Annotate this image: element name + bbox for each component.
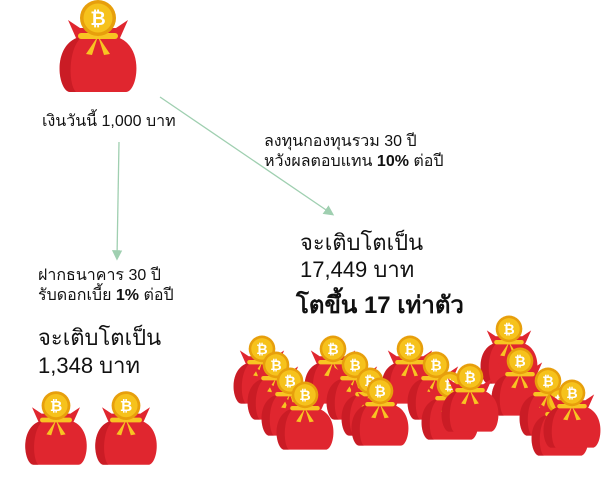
bitcoin-coin-icon: ₿: [558, 379, 586, 407]
svg-text:₿: ₿: [349, 358, 360, 374]
svg-text:₿: ₿: [256, 342, 267, 358]
svg-text:₿: ₿: [327, 342, 338, 358]
svg-text:₿: ₿: [514, 354, 525, 370]
svg-text:₿: ₿: [50, 397, 62, 415]
fund-result-label: จะเติบโตเป็น: [300, 230, 424, 255]
bank-description-line2: รับดอกเบี้ย 1% ต่อปี: [38, 286, 174, 306]
bank-interest-rate: 1%: [115, 287, 140, 304]
money-bag-bitcoin-icon-fund-15: ₿: [441, 363, 499, 432]
svg-text:₿: ₿: [430, 358, 441, 374]
bitcoin-coin-icon: ₿: [291, 381, 319, 409]
svg-text:₿: ₿: [299, 388, 310, 404]
bank-result-value: 1,348 บาท: [38, 353, 140, 378]
svg-text:₿: ₿: [270, 358, 281, 374]
svg-text:₿: ₿: [566, 386, 577, 402]
bitcoin-coin-icon: ₿: [111, 391, 141, 420]
svg-text:₿: ₿: [503, 322, 514, 338]
money-bag-bitcoin-icon-start: ₿: [59, 0, 137, 92]
money-bag-bitcoin-icon-bank-1: ₿: [25, 391, 87, 465]
money-bag-bitcoin-icon-fund-13: ₿: [276, 381, 334, 450]
money-bag-bitcoin-icon-bank-2: ₿: [95, 391, 157, 465]
svg-text:₿: ₿: [120, 397, 132, 415]
svg-text:₿: ₿: [90, 8, 105, 30]
money-bag-bitcoin-icon-fund-14: ₿: [351, 377, 409, 446]
svg-text:₿: ₿: [464, 370, 475, 386]
fund-growth-headline: โตขึ้น 17 เท่าตัว: [296, 292, 464, 319]
bitcoin-coin-icon: ₿: [319, 335, 347, 363]
svg-text:₿: ₿: [542, 374, 553, 390]
bitcoin-coin-icon: ₿: [534, 367, 562, 395]
start-amount-label: เงินวันนี้ 1,000 บาท: [42, 113, 176, 130]
fund-description-line1: ลงทุนกองทุนรวม 30 ปี: [264, 133, 417, 150]
bitcoin-coin-icon: ₿: [506, 347, 534, 375]
fund-return-text: หวังผลตอบแทน: [264, 153, 377, 170]
fund-result-value: 17,449 บาท: [300, 257, 415, 282]
svg-text:₿: ₿: [374, 384, 385, 400]
bank-interest-text: รับดอกเบี้ย: [38, 287, 116, 304]
fund-return-rate: 10%: [376, 153, 409, 170]
svg-text:₿: ₿: [284, 374, 295, 390]
arrow-to-fund: [159, 96, 335, 216]
fund-description-line2: หวังผลตอบแทน 10% ต่อปี: [264, 152, 444, 172]
bitcoin-coin-icon: ₿: [366, 377, 394, 405]
svg-text:₿: ₿: [444, 378, 455, 394]
bitcoin-coin-icon: ₿: [80, 0, 116, 36]
bitcoin-coin-icon: ₿: [495, 315, 523, 343]
svg-text:₿: ₿: [364, 374, 375, 390]
bitcoin-coin-icon: ₿: [41, 391, 71, 420]
bitcoin-coin-icon: ₿: [456, 363, 484, 391]
bitcoin-coin-icon: ₿: [396, 335, 424, 363]
svg-text:₿: ₿: [404, 342, 415, 358]
arrow-to-bank: [111, 141, 123, 261]
bank-interest-suffix: ต่อปี: [139, 287, 174, 304]
bank-description-line1: ฝากธนาคาร 30 ปี: [38, 267, 161, 284]
bitcoin-coin-icon: ₿: [422, 351, 450, 379]
money-bag-bitcoin-icon-fund-17: ₿: [543, 379, 601, 448]
bank-result-label: จะเติบโตเป็น: [38, 325, 162, 350]
fund-return-suffix: ต่อปี: [408, 153, 444, 170]
